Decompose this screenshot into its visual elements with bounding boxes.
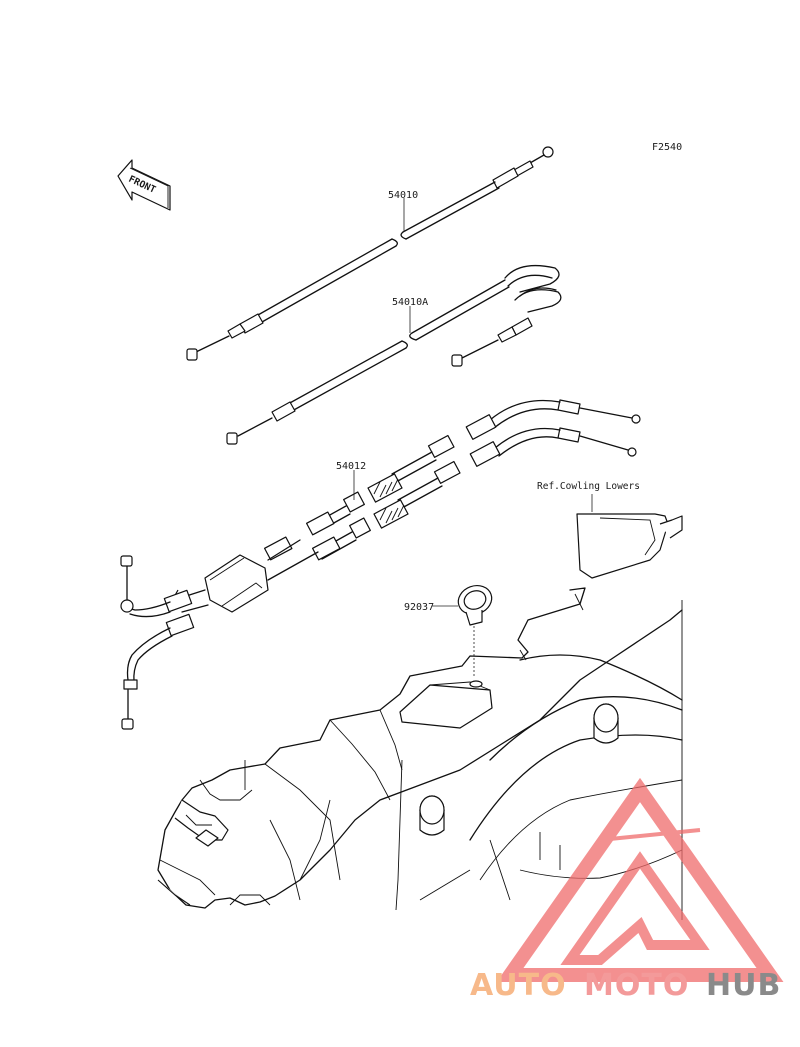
watermark-word-hub: HUB bbox=[706, 968, 781, 1003]
watermark-triangle-icon bbox=[496, 777, 784, 982]
grommet-92037 bbox=[457, 585, 493, 676]
cable-54010a bbox=[226, 264, 562, 445]
watermark-word-moto: MOTO bbox=[584, 968, 689, 1003]
reference-note: Ref.Cowling Lowers bbox=[537, 481, 640, 492]
watermark-logo bbox=[496, 777, 784, 982]
part-number-54010: 54010 bbox=[388, 190, 418, 201]
watermark-word-auto: AUTO bbox=[470, 968, 567, 1003]
part-number-54012: 54012 bbox=[336, 461, 366, 472]
part-number-54010a: 54010A bbox=[392, 297, 428, 308]
cowling-bracket bbox=[576, 513, 683, 579]
cable-54010 bbox=[186, 146, 554, 361]
cable-54012 bbox=[120, 399, 641, 730]
frame-body bbox=[157, 587, 683, 920]
front-arrow-icon: FRONT bbox=[117, 159, 171, 211]
part-number-92037: 92037 bbox=[404, 602, 434, 613]
figure-code: F2540 bbox=[652, 142, 682, 153]
